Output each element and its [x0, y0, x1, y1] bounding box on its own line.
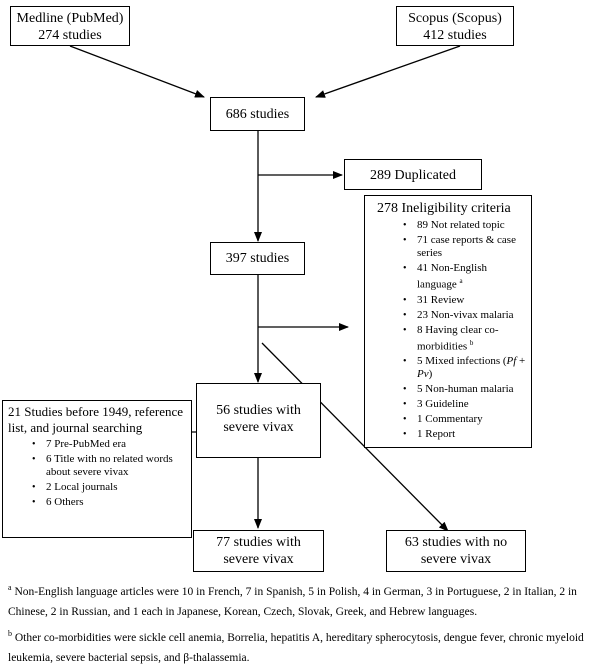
footnote-a-marker: a — [8, 583, 12, 592]
duplicated-count: 289 Duplicated — [370, 168, 456, 183]
after-dup-count: 397 studies — [225, 251, 290, 266]
no-severe-box: 63 studies with no severe vivax — [386, 530, 526, 572]
final-severe-box: 77 studies with severe vivax — [193, 530, 324, 572]
footnote-b: b Other co-morbidities were sickle cell … — [8, 624, 596, 668]
other-sources-item: 6 Title with no related words about seve… — [32, 453, 187, 479]
other-sources-box: 21 Studies before 1949, reference list, … — [2, 400, 192, 538]
combined-box: 686 studies — [210, 97, 305, 131]
ineligibility-list: 89 Not related topic 71 case reports & c… — [377, 219, 527, 441]
final-severe-line1: 77 studies with — [216, 535, 301, 550]
ineligibility-item: 3 Guideline — [403, 398, 527, 411]
other-sources-list: 7 Pre-PubMed era 6 Title with no related… — [8, 438, 187, 509]
scopus-box: Scopus (Scopus) 412 studies — [396, 6, 514, 46]
medline-box: Medline (PubMed) 274 studies — [10, 6, 130, 46]
ineligibility-box: 278 Ineligibility criteria 89 Not relate… — [364, 195, 532, 448]
other-sources-item: 2 Local journals — [32, 481, 187, 494]
ineligibility-item: 1 Report — [403, 428, 527, 441]
final-severe-line2: severe vivax — [223, 552, 294, 567]
footnote-a: a Non-English language articles were 10 … — [8, 578, 596, 622]
footnote-b-marker: b — [8, 628, 12, 638]
ineligibility-item: 5 Mixed infections (Pf + Pv) — [403, 355, 527, 381]
ineligibility-item: 5 Non-human malaria — [403, 383, 527, 396]
no-severe-line2: severe vivax — [420, 552, 492, 567]
footnote-marker-a: a — [459, 277, 463, 285]
other-sources-item: 6 Others — [32, 496, 187, 509]
arrow-scopus-to-combined — [315, 45, 461, 98]
ineligibility-item: 23 Non-vivax malaria — [403, 309, 527, 322]
arrow-medline-to-combined — [69, 45, 205, 98]
arrow-to-no-severe — [261, 342, 449, 532]
footnote-b-text: Other co-morbidities were sickle cell an… — [8, 631, 584, 664]
medline-source: Medline (PubMed) — [16, 11, 124, 26]
severe-vivax-box: 56 studies with severe vivax — [196, 383, 321, 458]
scopus-source: Scopus (Scopus) — [408, 11, 502, 26]
combined-count: 686 studies — [225, 107, 290, 122]
ineligibility-item: 1 Commentary — [403, 413, 527, 426]
ineligibility-title: 278 Ineligibility criteria — [377, 201, 511, 216]
footnote-marker-b: b — [469, 338, 474, 347]
severe-vivax-line1: 56 studies with — [216, 403, 301, 418]
medline-count: 274 studies — [38, 28, 102, 43]
ineligibility-item: 89 Not related topic — [403, 219, 527, 232]
ineligibility-item: 31 Review — [403, 294, 527, 307]
other-sources-item: 7 Pre-PubMed era — [32, 438, 187, 451]
other-sources-title: 21 Studies before 1949, reference list, … — [8, 404, 184, 435]
duplicated-box: 289 Duplicated — [344, 159, 482, 190]
ineligibility-item: 8 Having clear co-morbidities b — [403, 324, 527, 354]
ineligibility-item: 71 case reports & case series — [403, 234, 527, 260]
after-dup-box: 397 studies — [210, 242, 305, 275]
scopus-count: 412 studies — [423, 28, 487, 43]
no-severe-line1: 63 studies with no — [404, 535, 508, 550]
severe-vivax-line2: severe vivax — [223, 420, 294, 435]
footnote-a-text: Non-English language articles were 10 in… — [8, 585, 577, 618]
footnotes: a Non-English language articles were 10 … — [8, 578, 596, 668]
ineligibility-item: 41 Non-English language a — [403, 262, 527, 292]
